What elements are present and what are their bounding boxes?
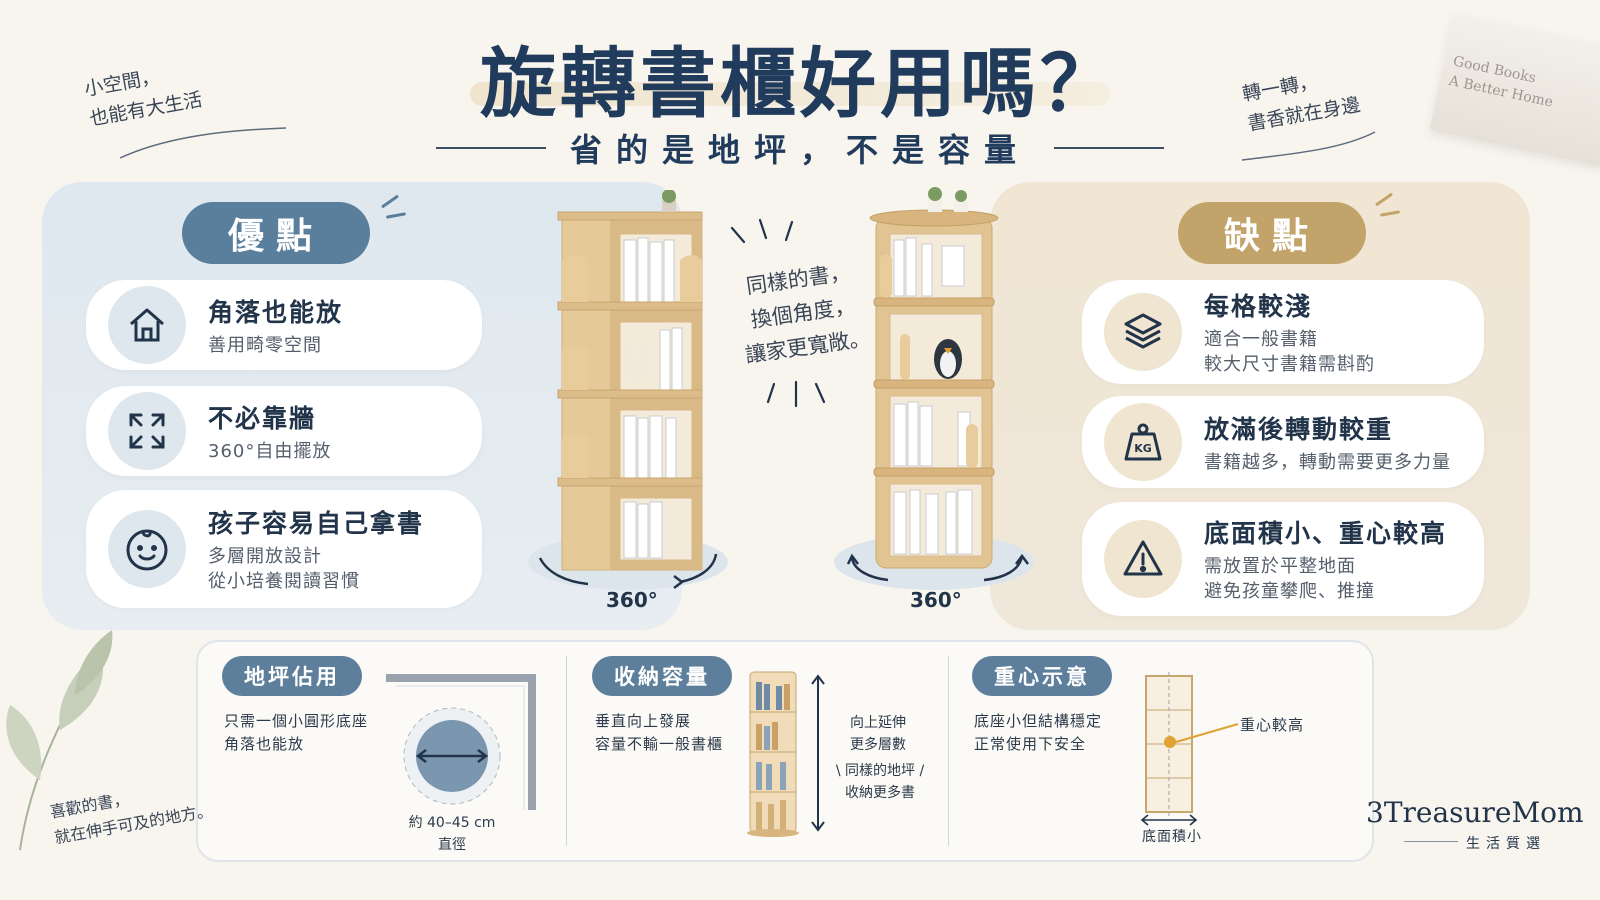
center-of-gravity-desc: 底座小但結構穩定 正常使用下安全 — [974, 712, 1103, 753]
tall-shelf-diagram — [747, 671, 825, 837]
underline-stroke — [119, 127, 287, 159]
section-divider — [948, 656, 949, 846]
divider-line — [1054, 147, 1164, 149]
con-card-gravity: 底面積小、重心較高 需放置於平整地面 避免孩童攀爬、推撞 — [1082, 502, 1484, 616]
page-title: 旋轉書櫃好用嗎？ — [480, 39, 1120, 128]
page-subtitle: 省的是地坪，不是容量 — [569, 131, 1030, 169]
brand-logo-text: 3TreasureMom — [1366, 796, 1584, 829]
expand-arrows-icon — [108, 392, 186, 470]
underline-stroke — [1241, 131, 1376, 161]
pro-card-kids: 孩子容易自己拿書 多層開放設計 從小培養閱讀習慣 — [86, 490, 482, 608]
brand-tagline: 生活質選 — [1466, 836, 1546, 852]
subtitle-row: 省的是地坪，不是容量 — [0, 125, 1600, 171]
con-card-shallow: 每格較淺 適合一般書籍 較大尺寸書籍需斟酌 — [1082, 280, 1484, 384]
warning-icon — [1104, 520, 1182, 598]
pros-badge: 優點 — [182, 202, 370, 264]
sparkle-lines — [766, 380, 826, 408]
svg-text:KG: KG — [1134, 442, 1152, 455]
brand-divider — [1404, 841, 1458, 842]
section-divider — [566, 656, 567, 846]
house-icon — [108, 286, 186, 364]
center-of-gravity-badge: 重心示意 — [972, 656, 1112, 696]
storage-capacity-desc: 垂直向上發展 容量不輸一般書櫃 — [595, 712, 724, 753]
divider-line — [435, 147, 546, 149]
pro-card-corner: 角落也能放 善用畸零空間 — [86, 280, 482, 370]
rotation-360-label: 360° — [606, 588, 658, 612]
storage-note-same-floor: \ 同樣的地坪 / 收納更多書 — [835, 763, 925, 801]
plant-leaf-decoration — [6, 630, 113, 851]
diameter-label: 約 40–45 cm 直徑 — [408, 815, 496, 853]
sparkle-lines — [730, 218, 794, 244]
pro-card-no-wall: 不必靠牆 360°自由擺放 — [86, 386, 482, 476]
rotation-360-label: 360° — [910, 588, 962, 612]
cons-badge: 缺點 — [1178, 202, 1366, 264]
floor-usage-badge: 地坪佔用 — [222, 656, 362, 696]
baby-face-icon — [108, 510, 186, 588]
storage-capacity-badge: 收納容量 — [592, 656, 732, 696]
con-card-heavy: KG 放滿後轉動較重 書籍越多，轉動需要更多力量 — [1082, 396, 1484, 488]
center-point-label: 重心較高 — [1240, 716, 1305, 734]
center-of-gravity-diagram — [1140, 672, 1239, 826]
round-rotating-bookshelf-illustration — [834, 187, 1034, 590]
floor-footprint-diagram — [386, 674, 536, 810]
layers-icon — [1104, 293, 1182, 371]
storage-note-upward: 向上延伸 更多層數 — [850, 715, 906, 753]
square-rotating-bookshelf-illustration — [528, 190, 728, 590]
base-area-label: 底面積小 — [1142, 829, 1202, 845]
floor-usage-desc: 只需一個小圓形底座 角落也能放 — [224, 712, 369, 753]
kg-weight-icon: KG — [1104, 403, 1182, 481]
